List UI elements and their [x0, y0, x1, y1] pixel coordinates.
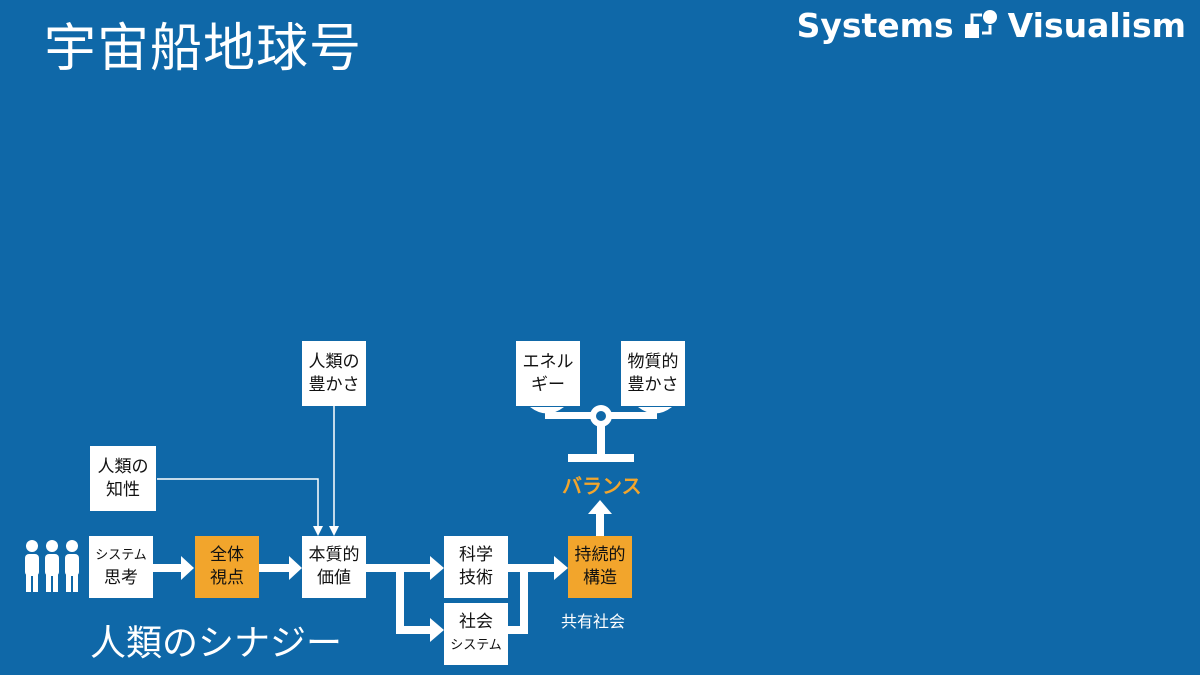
- brand-visualism: Visualism: [1007, 6, 1186, 45]
- brand-systems: Systems: [796, 6, 954, 45]
- energy-line1: エネル: [522, 351, 574, 372]
- shared-society-label: 共有社会: [561, 612, 626, 631]
- system-thinking-line1: システム: [95, 548, 147, 563]
- balance-scale-icon: [530, 405, 672, 462]
- sustainable-structure-line2: 構造: [583, 568, 617, 588]
- thin-arrows: [157, 406, 339, 536]
- systems-visualism-logo-icon: [964, 9, 997, 38]
- social-system-line1: 社会: [459, 612, 493, 632]
- science-tech-line2: 技術: [459, 568, 493, 588]
- sustainable-structure-line1: 持続的: [574, 545, 626, 565]
- synergy-label: 人類のシナジー: [90, 623, 343, 664]
- main-flow-arrows: [153, 500, 612, 642]
- brand-logo: Systems Visualism: [797, 6, 1186, 45]
- essential-value-line1: 本質的: [308, 545, 360, 565]
- holistic-view-line2: 視点: [210, 568, 244, 588]
- energy-line2: ギー: [531, 374, 565, 395]
- energy-box: エネル ギー: [516, 341, 580, 406]
- material-richness-line1: 物質的: [627, 351, 679, 372]
- human-wisdom-line2: 知性: [106, 479, 140, 500]
- system-thinking-box: システム 思考: [89, 536, 153, 598]
- science-tech-line1: 科学: [459, 545, 493, 565]
- social-system-box: 社会 システム: [444, 603, 508, 665]
- social-system-line2: システム: [450, 638, 502, 653]
- human-richness-line2: 豊かさ: [308, 374, 360, 395]
- page-title: 宇宙船地球号: [44, 19, 363, 79]
- human-wisdom-box: 人類の 知性: [90, 446, 156, 511]
- science-tech-box: 科学 技術: [444, 536, 508, 598]
- people-group-icon: [25, 540, 79, 592]
- material-richness-line2: 豊かさ: [627, 374, 679, 395]
- material-richness-box: 物質的 豊かさ: [621, 341, 685, 406]
- essential-value-line2: 価値: [317, 568, 351, 588]
- sustainable-structure-box: 持続的 構造: [568, 536, 632, 598]
- human-richness-box: 人類の 豊かさ: [302, 341, 366, 406]
- system-thinking-line2: 思考: [104, 568, 138, 588]
- essential-value-box: 本質的 価値: [302, 536, 366, 598]
- human-richness-line1: 人類の: [308, 351, 360, 372]
- holistic-view-box: 全体 視点: [195, 536, 259, 598]
- human-wisdom-line1: 人類の: [97, 456, 149, 477]
- holistic-view-line1: 全体: [210, 545, 244, 565]
- balance-label: バランス: [562, 474, 642, 498]
